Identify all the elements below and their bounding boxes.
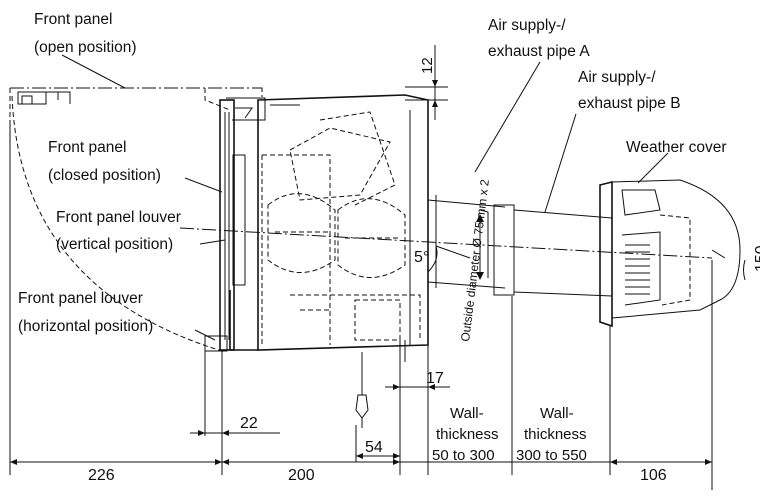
center-line <box>179 227 713 259</box>
label-pipe-a-2: exhaust pipe A <box>488 43 590 60</box>
front-panel-open-outline <box>9 87 263 353</box>
dim-226-label: 226 <box>88 467 115 484</box>
dim-54-label: 54 <box>365 439 383 456</box>
label-front-panel-open-1: Front panel <box>34 11 112 28</box>
main-unit-body <box>257 94 429 362</box>
wall-b-line2: thickness <box>524 426 587 443</box>
exhaust-pipe-b <box>513 113 613 297</box>
wall-b-line3: 300 to 550 <box>516 447 587 464</box>
label-front-panel-open-2: (open position) <box>34 39 137 56</box>
label-louver-vertical-2: (vertical position) <box>56 236 173 253</box>
dim-150: 150 <box>743 245 760 281</box>
weather-cover <box>599 152 741 328</box>
dim-17 <box>385 384 450 390</box>
label-angle: 5° <box>414 249 429 266</box>
label-front-panel-closed-1: Front panel <box>48 139 126 156</box>
dim-12-label: 12 <box>419 57 436 74</box>
dim-150-label: 150 <box>753 245 760 272</box>
label-pipe-b-2: exhaust pipe B <box>578 95 681 112</box>
label-louver-horizontal-2: (horizontal position) <box>18 318 153 335</box>
label-louver-horizontal-1: Front panel louver <box>18 290 143 307</box>
label-louver-vertical-1: Front panel louver <box>56 209 181 226</box>
exhaust-pipe-a <box>427 61 541 296</box>
dim-12: 12 <box>405 45 448 120</box>
wall-a-line2: thickness <box>436 426 499 443</box>
pull-cord <box>355 352 369 428</box>
label-pipe-b-1: Air supply-/ <box>578 69 656 86</box>
label-pipe-a-1: Air supply-/ <box>488 17 566 34</box>
diameter-arrow <box>476 214 484 280</box>
angle-indicator <box>427 245 471 273</box>
dim-22-label: 22 <box>240 415 258 432</box>
wall-a-line1: Wall- <box>450 405 484 422</box>
wall-a-line3: 50 to 300 <box>432 447 495 464</box>
label-leaders <box>61 54 226 341</box>
label-front-panel-closed-2: (closed position) <box>48 167 161 184</box>
dim-106-label: 106 <box>640 467 667 484</box>
dim-54 <box>356 453 400 459</box>
label-weather-cover: Weather cover <box>626 139 727 156</box>
dim-22 <box>190 430 280 436</box>
extension-lines <box>9 120 713 490</box>
front-panel-closed-body <box>204 97 266 352</box>
dim-bottom-line <box>10 459 712 465</box>
dim-200-label: 200 <box>288 467 315 484</box>
wall-b-line1: Wall- <box>540 405 574 422</box>
dim-17-label: 17 <box>426 370 444 387</box>
